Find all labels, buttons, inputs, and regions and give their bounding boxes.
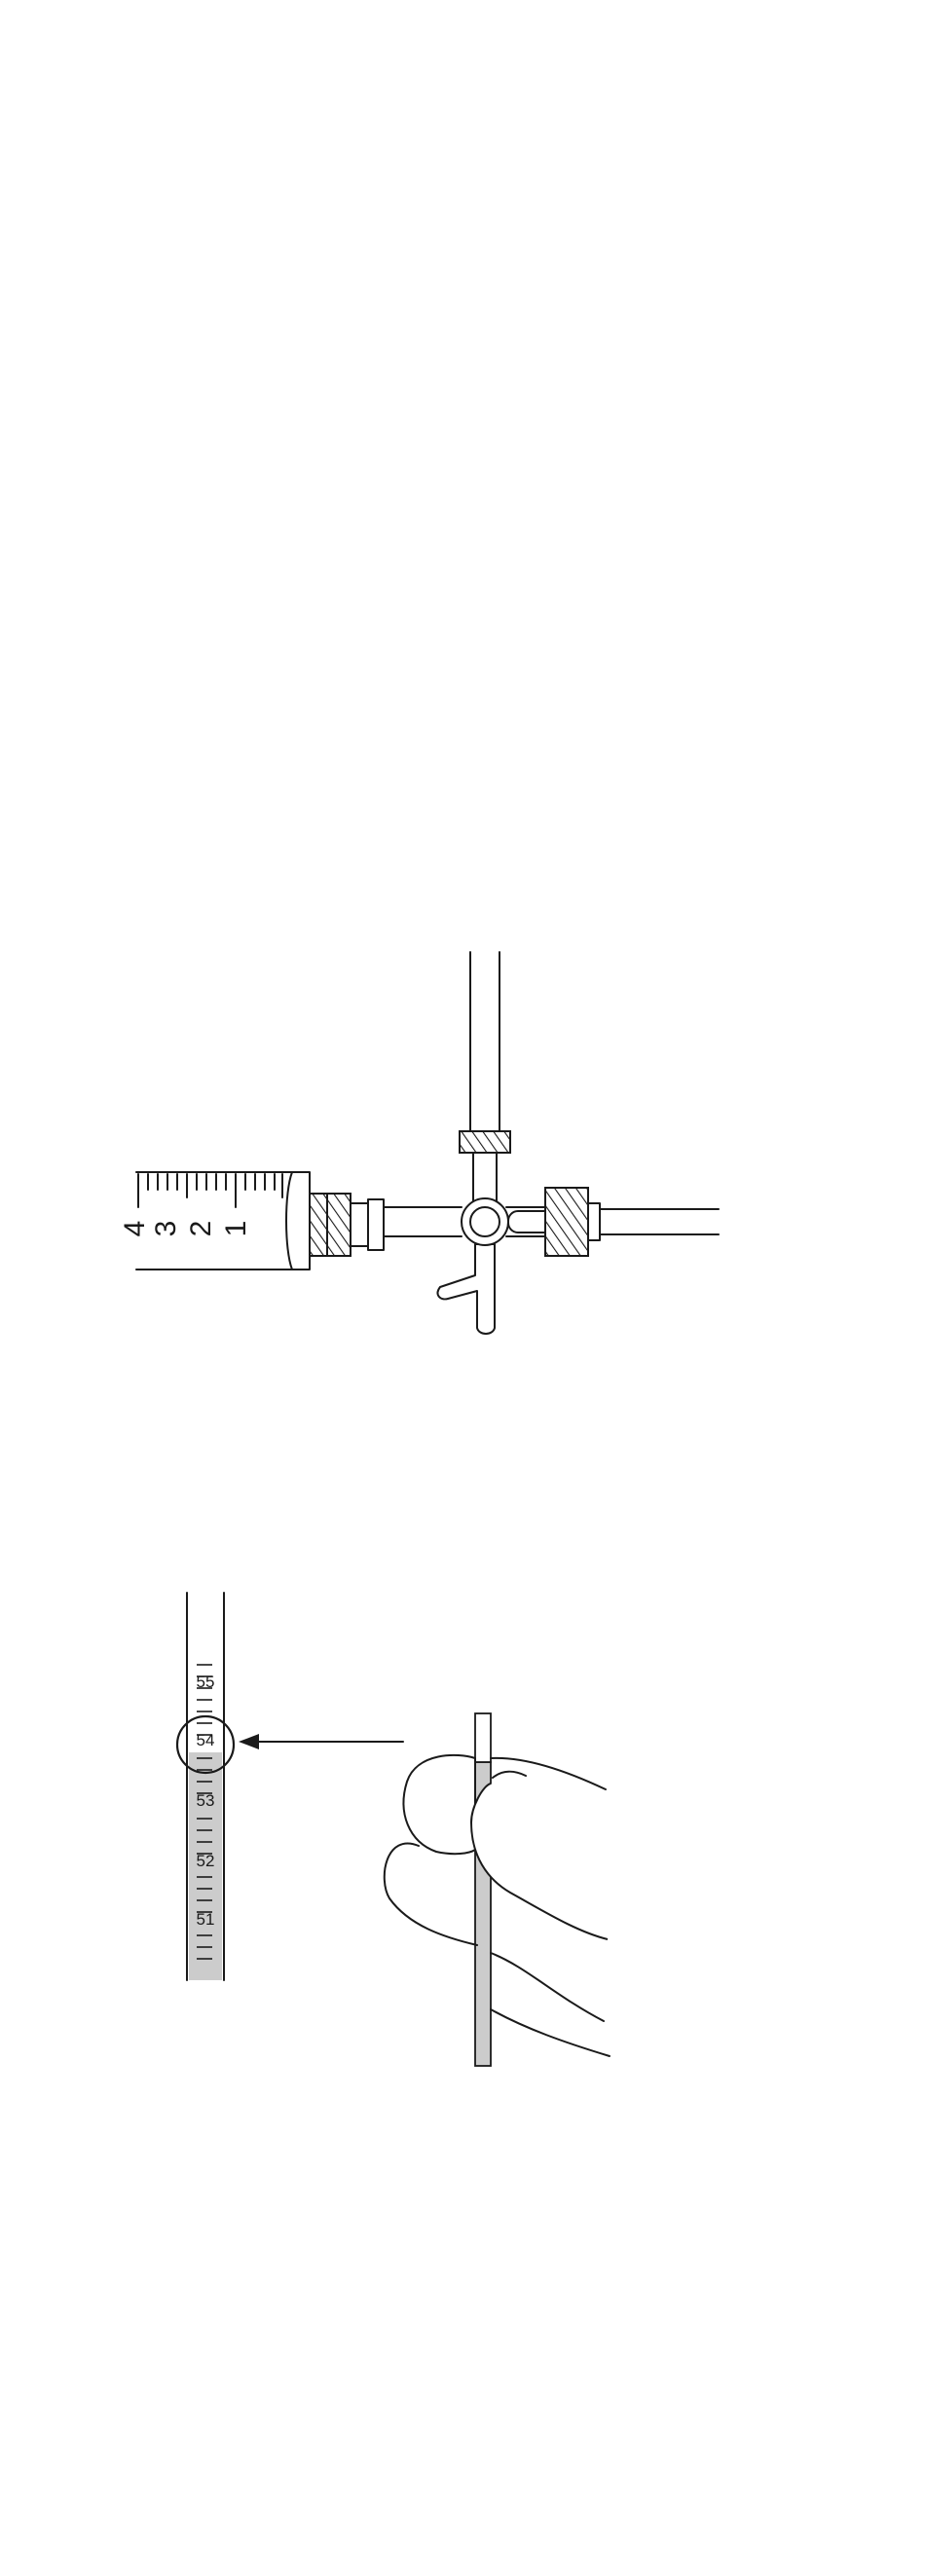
syringe-scale-label-2: 2 xyxy=(185,1221,217,1237)
tube-scale-label-52: 52 xyxy=(197,1852,215,1870)
syringe-scale-label-4: 4 xyxy=(119,1221,151,1237)
manometer-figure: 55 54 53 52 51 xyxy=(177,1593,610,2066)
stopcock-figure: 1 2 3 4 xyxy=(119,952,719,1334)
tube-scale-label-53: 53 xyxy=(197,1791,215,1810)
manometer-tube: 55 54 53 52 51 xyxy=(177,1593,234,1980)
syringe-scale-label-3: 3 xyxy=(150,1221,182,1237)
pointer-arrow xyxy=(239,1734,403,1749)
syringe: 1 2 3 4 xyxy=(119,1172,310,1270)
tube-scale-label-51: 51 xyxy=(197,1910,215,1929)
hand-holding-sample-tube xyxy=(385,1713,610,2066)
syringe-scale-label-1: 1 xyxy=(220,1221,252,1237)
left-luer-connector xyxy=(310,1194,384,1256)
syringe-scale: 1 2 3 4 xyxy=(119,1174,282,1236)
stopcock-body xyxy=(384,1131,559,1334)
tube-scale-label-54: 54 xyxy=(197,1731,215,1749)
right-luer-connector xyxy=(545,1188,719,1256)
vertical-tube xyxy=(470,952,500,1131)
tube-scale-label-55: 55 xyxy=(197,1673,215,1691)
